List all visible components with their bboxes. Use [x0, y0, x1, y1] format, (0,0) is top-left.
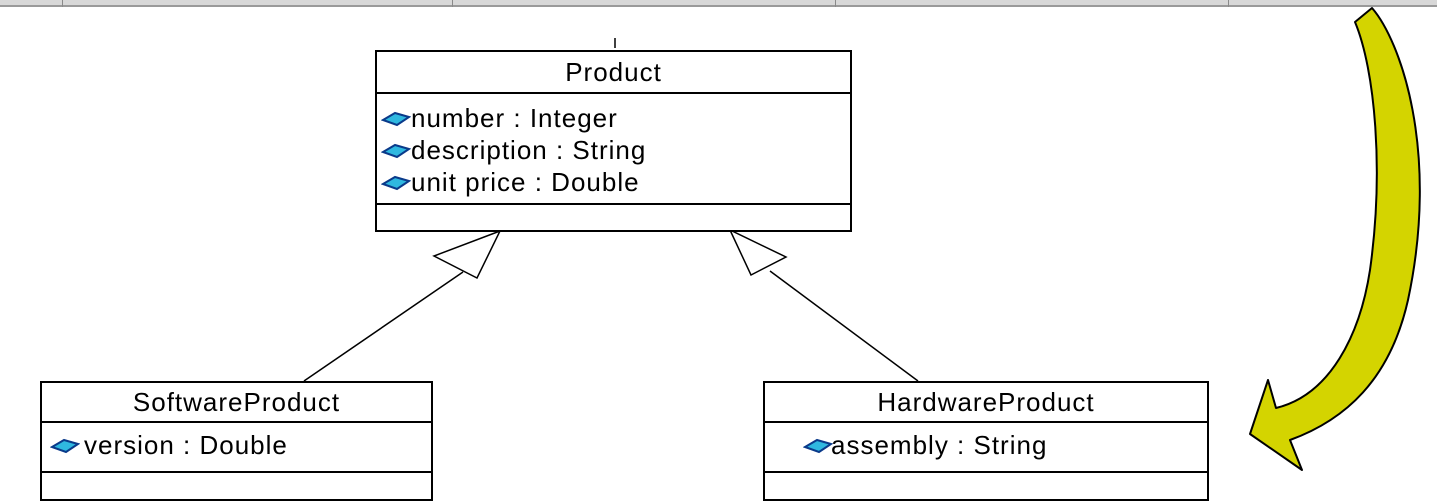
inheritance-arrowhead: [432, 229, 502, 280]
attribute-diamond-icon: [381, 143, 411, 159]
attribute-compartment: assembly : String: [765, 423, 1207, 473]
toolbar-separator: [452, 0, 453, 7]
attribute-diamond-icon: [803, 438, 833, 454]
toolbar-separator: [1228, 0, 1229, 7]
toolbar-separator: [62, 0, 63, 7]
attribute-row: version : Double: [50, 429, 431, 461]
class-name: SoftwareProduct: [42, 383, 431, 423]
attribute-diamond-icon: [50, 438, 80, 454]
attribute-text: unit price : Double: [411, 167, 640, 197]
attribute-diamond-icon: [381, 111, 411, 127]
inheritance-arrowhead: [728, 228, 788, 277]
attribute-text: number : Integer: [411, 103, 618, 133]
uml-class-software-product: SoftwareProduct version : Double: [40, 381, 433, 501]
toolbar-separator: [835, 0, 836, 7]
attribute-row: assembly : String: [803, 429, 1207, 461]
attribute-row: unit price : Double: [381, 166, 850, 198]
attribute-text: assembly : String: [831, 430, 1048, 460]
attribute-row: number : Integer: [381, 102, 850, 134]
generalization-software: [303, 229, 502, 382]
curved-arrow-icon: [1249, 7, 1421, 471]
attribute-diamond-icon: [381, 175, 411, 191]
uml-class-hardware-product: HardwareProduct assembly : String: [763, 381, 1209, 501]
attribute-text: version : Double: [84, 430, 288, 460]
attribute-text: description : String: [411, 135, 647, 165]
uml-class-product: Product number : Integer description : S…: [375, 50, 852, 232]
attribute-compartment: number : Integer description : String un…: [377, 94, 850, 205]
class-name: HardwareProduct: [765, 383, 1207, 423]
generalization-hardware: [728, 228, 919, 382]
top-toolbar-strip: [0, 0, 1437, 7]
attribute-row: description : String: [381, 134, 850, 166]
attribute-compartment: version : Double: [42, 423, 431, 473]
class-name: Product: [377, 52, 850, 94]
